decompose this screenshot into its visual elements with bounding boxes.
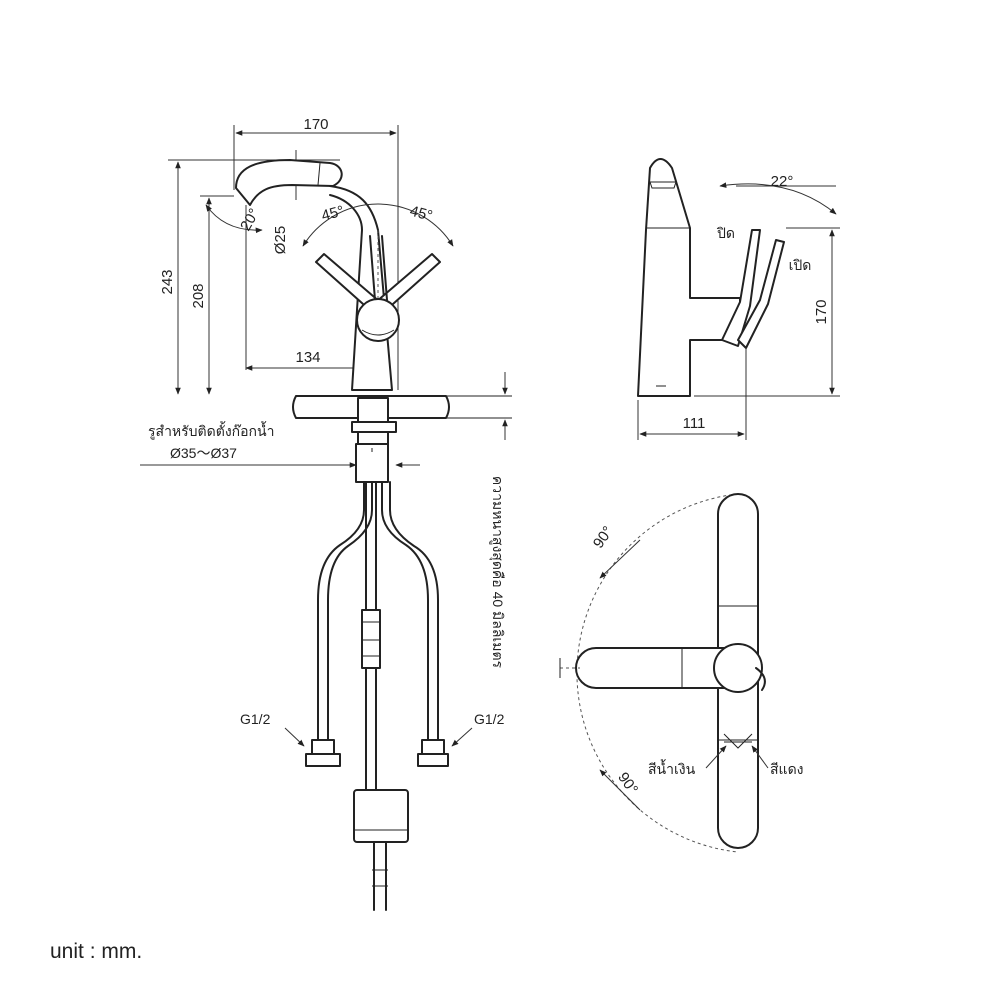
dim-width-label: 170 <box>303 116 328 133</box>
inlet-left-label: G1/2 <box>240 711 271 727</box>
angle-right-label: 45° <box>408 203 434 225</box>
unit-label: unit : mm. <box>50 940 142 963</box>
dim-height-spout-label: 208 <box>190 283 207 308</box>
top-angle-upper-label: 90° <box>590 523 617 551</box>
inlet-labels: G1/2 G1/2 <box>240 711 505 747</box>
supply-hoses <box>305 481 449 911</box>
countertop <box>292 372 512 440</box>
label-blue: สีน้ำเงิน <box>648 759 696 777</box>
side-depth-label: 111 <box>683 415 706 432</box>
inlet-right-label: G1/2 <box>474 711 505 727</box>
faucet-body-front: 45° 45° <box>235 159 454 391</box>
mount-hole-annotation: รูสำหรับติดตั้งก๊อกน้ำ Ø35～Ø37 <box>140 421 420 468</box>
side-view: 22° ปิด เปิด 170 111 <box>637 158 840 440</box>
dim-reach-label: 134 <box>295 349 320 366</box>
dim-width-170: 170 <box>233 116 399 390</box>
dim-height-total-label: 243 <box>159 269 176 294</box>
top-angle-lower-label: 90° <box>614 769 641 797</box>
top-view: 90° 90° สีน้ำเงิน สีแดง <box>559 493 804 853</box>
side-height-label: 170 <box>813 299 830 324</box>
angle-left-label: 45° <box>320 203 346 225</box>
label-red: สีแดง <box>770 761 804 777</box>
dim-height-208: 208 <box>190 195 234 395</box>
dim-height-243: 243 <box>159 159 340 395</box>
label-open: เปิด <box>789 257 812 273</box>
angle-spout-tilt: 20° <box>205 204 263 234</box>
mount-hole-label: รูสำหรับติดตั้งก๊อกน้ำ <box>148 421 274 440</box>
dim-reach-134: 134 <box>245 240 373 375</box>
side-angle-label: 22° <box>771 173 794 190</box>
label-close: ปิด <box>717 225 735 241</box>
angle-spout-tilt-label: 20° <box>237 206 263 234</box>
dim-spout-diameter-label: Ø25 <box>272 226 289 254</box>
mount-hole-range: Ø35～Ø37 <box>170 445 237 461</box>
counter-thickness-label: ความหนาสูงสุดคือ 40 มิลลิเมตร <box>489 476 506 669</box>
front-view: 170 243 208 20° Ø25 134 <box>140 116 512 911</box>
shank-assembly <box>351 397 397 483</box>
